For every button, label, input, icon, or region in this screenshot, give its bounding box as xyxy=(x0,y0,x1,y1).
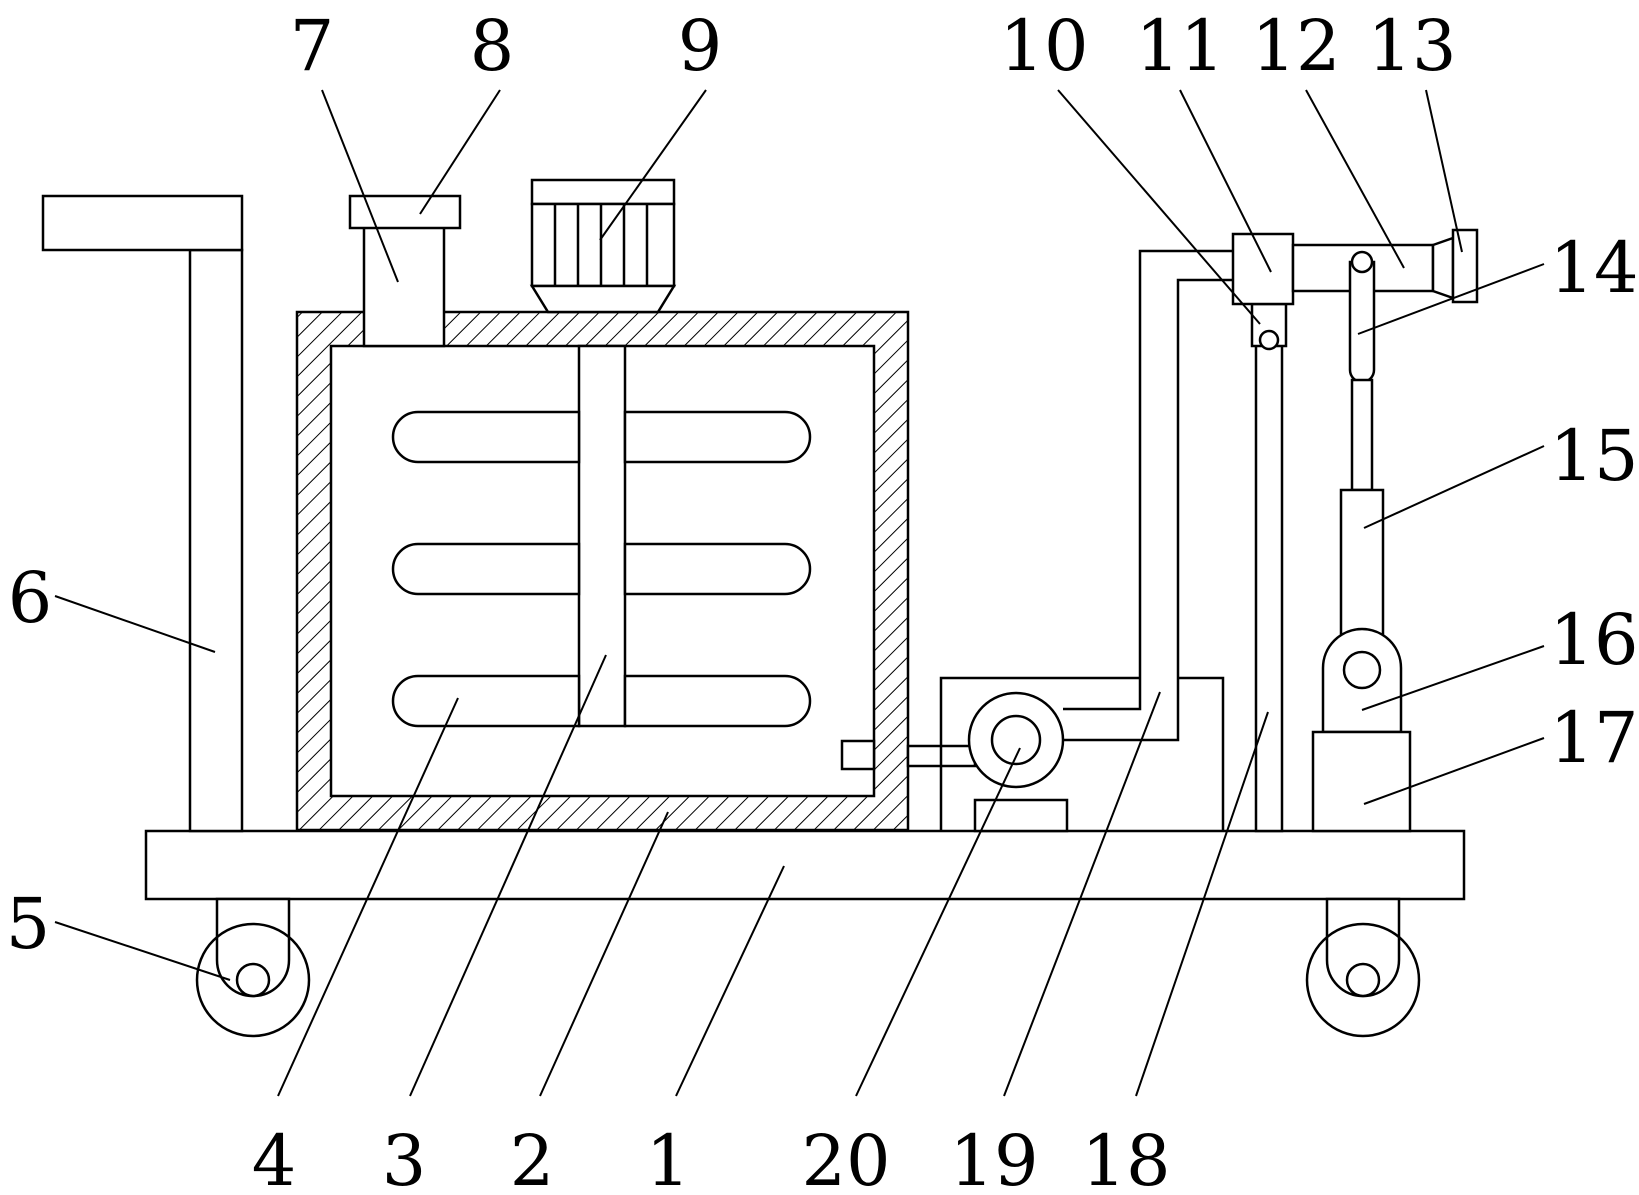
label-19: 19 xyxy=(949,1120,1038,1195)
support-column xyxy=(1254,328,1284,833)
label-3: 3 xyxy=(382,1120,427,1195)
part-labels: 1 2 3 4 5 6 7 8 9 10 11 12 13 14 15 16 1… xyxy=(6,5,1639,1195)
lift-arm xyxy=(1348,250,1376,384)
label-18: 18 xyxy=(1081,1120,1170,1195)
push-handle xyxy=(41,194,244,833)
label-9: 9 xyxy=(678,5,723,87)
pivot-joint xyxy=(1250,302,1288,351)
base-plate xyxy=(144,829,1466,901)
label-11: 11 xyxy=(1135,5,1224,87)
stirring-shaft xyxy=(577,344,627,728)
nozzle-cone xyxy=(1431,236,1455,300)
label-14: 14 xyxy=(1549,227,1638,309)
label-20: 20 xyxy=(801,1120,890,1195)
label-10: 10 xyxy=(999,5,1088,87)
right-wheel xyxy=(1305,897,1421,1038)
motor xyxy=(529,178,677,314)
leader-lines xyxy=(54,89,1545,1097)
feed-inlet xyxy=(362,222,446,348)
mixing-tank xyxy=(295,310,910,832)
hinge-seat xyxy=(1321,627,1403,734)
label-17: 17 xyxy=(1549,697,1638,779)
label-12: 12 xyxy=(1251,5,1340,87)
stirring-blades xyxy=(391,410,812,728)
inlet-cap xyxy=(348,194,462,230)
hydraulic-cylinder xyxy=(1339,488,1385,642)
label-7: 7 xyxy=(290,5,335,87)
label-13: 13 xyxy=(1367,5,1456,87)
label-4: 4 xyxy=(252,1120,297,1195)
base-block xyxy=(1311,730,1412,833)
label-15: 15 xyxy=(1549,415,1638,497)
pump-frame xyxy=(939,676,1225,831)
label-5: 5 xyxy=(6,883,51,965)
label-8: 8 xyxy=(470,5,515,87)
tank-outlet xyxy=(840,739,876,771)
delivery-pipe xyxy=(1063,249,1233,742)
piston-rod xyxy=(1350,378,1374,492)
label-16: 16 xyxy=(1549,599,1638,681)
label-6: 6 xyxy=(8,557,53,639)
connector-block xyxy=(1231,232,1295,306)
label-2: 2 xyxy=(510,1120,555,1195)
left-wheel xyxy=(195,897,311,1038)
pump xyxy=(967,691,1069,833)
label-1: 1 xyxy=(646,1120,691,1195)
